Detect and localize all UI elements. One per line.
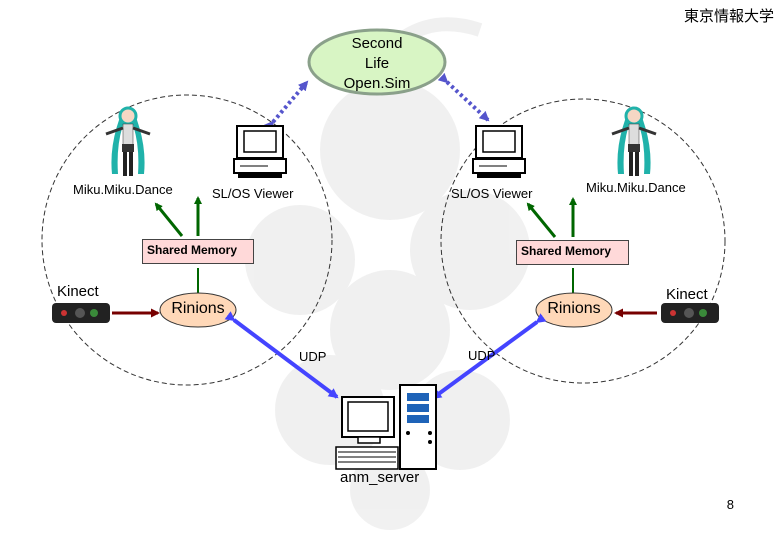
right-shm-to-viewer-arrow — [526, 202, 557, 238]
left-rinions-node — [159, 292, 237, 328]
server-tower-icon — [335, 384, 437, 470]
character-figure-icon — [105, 106, 151, 176]
left-kinect-label: Kinect — [57, 283, 99, 300]
right-udp-arrow — [431, 313, 547, 400]
computer-icon — [233, 125, 287, 178]
right-miku-label: Miku.Miku.Dance — [586, 180, 686, 195]
right-udp-label: UDP — [468, 348, 496, 363]
second-life-line-3: Open.Sim — [343, 75, 411, 92]
left-udp-arrow — [224, 311, 339, 399]
grape-watermark-icon — [245, 17, 530, 530]
second-life-label: Second Life Open.Sim — [310, 34, 444, 94]
left-udp-label: UDP — [299, 349, 327, 364]
page-number: 8 — [726, 497, 734, 512]
left-rinions-label: Rinions — [171, 300, 225, 317]
second-life-node — [307, 28, 447, 96]
right-sl-link — [437, 72, 490, 122]
left-sl-link — [264, 80, 309, 132]
left-viewer-label: SL/OS Viewer — [212, 186, 294, 201]
right-client-boundary — [440, 98, 726, 384]
server-label: anm_server — [340, 469, 420, 486]
right-kinect-label: Kinect — [666, 286, 708, 303]
computer-icon — [472, 125, 526, 178]
right-viewer-label: SL/OS Viewer — [451, 186, 533, 201]
left-shared-memory: Shared Memory — [142, 239, 254, 264]
right-rinions-node — [535, 292, 613, 328]
character-figure-icon — [611, 106, 657, 176]
kinect-sensor-icon — [661, 303, 719, 323]
right-rinions-label: Rinions — [547, 300, 601, 317]
second-life-line-2: Life — [364, 55, 390, 72]
left-shm-to-miku-arrow — [154, 202, 184, 237]
left-client-boundary — [41, 94, 333, 386]
right-shared-memory: Shared Memory — [516, 240, 629, 265]
left-miku-label: Miku.Miku.Dance — [73, 182, 173, 197]
kinect-sensor-icon — [52, 303, 110, 323]
second-life-line-1: Second — [351, 35, 403, 52]
university-name: 東京情報大学 — [683, 7, 774, 25]
